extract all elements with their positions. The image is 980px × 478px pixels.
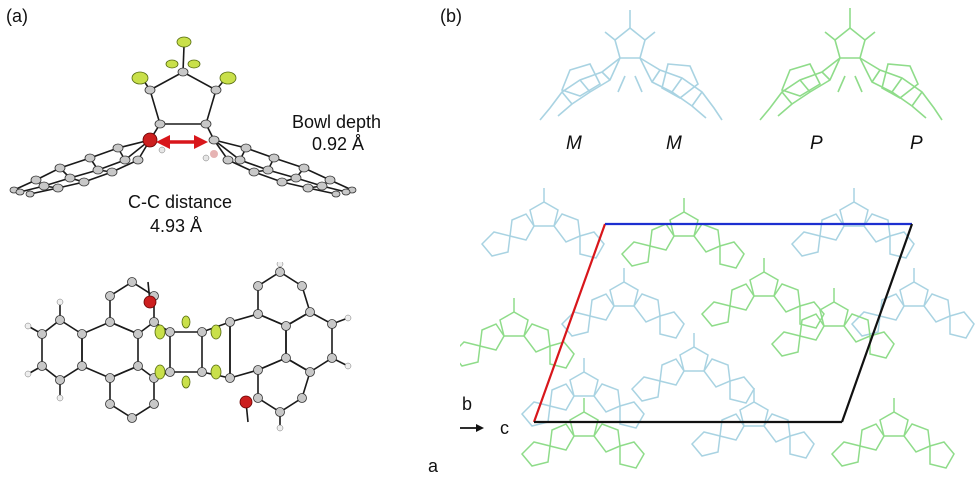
enantiomer-label-m2: M [666, 133, 682, 154]
panel-a-label: (a) [6, 6, 28, 26]
top-view-molecule [24, 262, 352, 432]
axis-indicator [460, 424, 484, 432]
enantiomer-label-p2: P [910, 133, 923, 154]
cell-a-axis [532, 223, 607, 423]
bowl-depth-label: Bowl depth [292, 112, 382, 132]
axis-label-c: c [500, 418, 509, 438]
p-enantiomer-pair [759, 8, 943, 121]
enantiomer-label-p1: P [810, 133, 823, 154]
panel-b-label: (b) [440, 6, 462, 26]
cc-distance-value: 4.93 Å [150, 216, 203, 236]
enantiomer-label-m1: M [566, 133, 582, 154]
m-molecules [481, 187, 975, 459]
axis-label-a: a [428, 456, 439, 476]
crystal-packing-view [460, 187, 975, 469]
axis-label-b: b [462, 394, 473, 414]
enantiomer-pairs [539, 8, 943, 121]
bowl-depth-value: 0.92 Å [312, 134, 365, 154]
side-view-molecule [9, 36, 357, 198]
m-enantiomer-pair [539, 10, 723, 121]
cc-distance-label: C-C distance [128, 192, 233, 212]
p-molecules [460, 197, 955, 469]
